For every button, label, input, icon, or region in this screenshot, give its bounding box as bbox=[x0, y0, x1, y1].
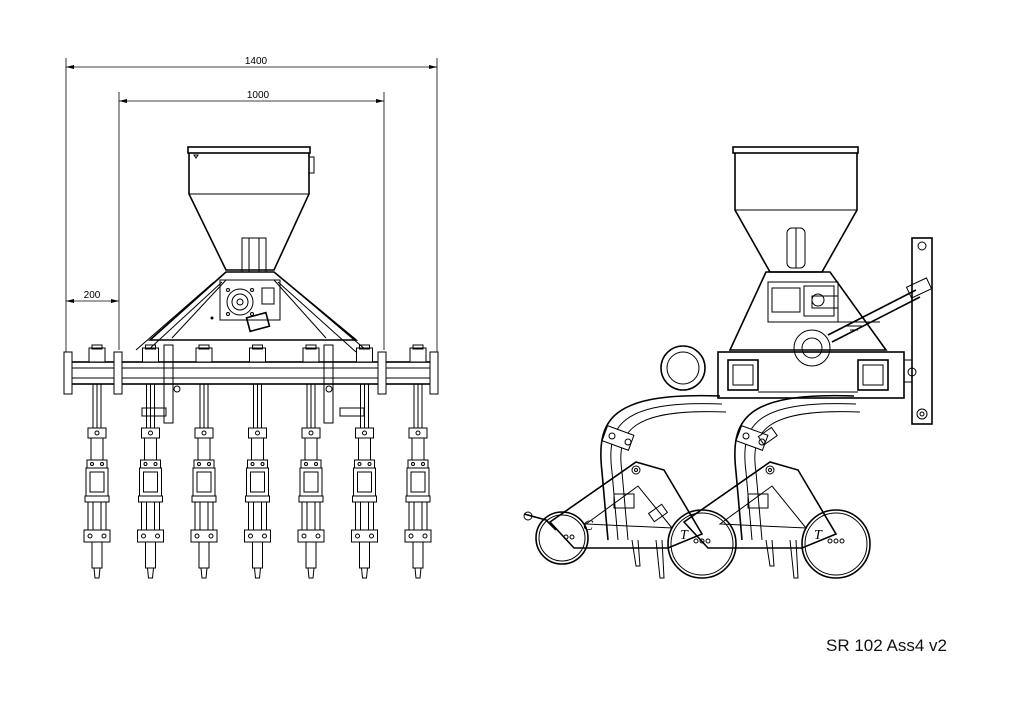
front-row-unit bbox=[297, 344, 325, 579]
front-view bbox=[63, 146, 439, 579]
front-row-unit bbox=[83, 344, 111, 579]
side-drive-unit bbox=[728, 271, 933, 367]
wheel-letter-t-1: T bbox=[680, 528, 689, 543]
dimension-overall-width: 1400 bbox=[65, 56, 438, 360]
side-row-unit bbox=[523, 394, 737, 579]
drawing-title: SR 102 Ass4 v2 bbox=[826, 636, 947, 655]
dimension-hopper-frame-width: 1000 bbox=[118, 90, 385, 350]
front-hopper bbox=[187, 146, 315, 273]
side-row-unit bbox=[682, 394, 871, 579]
side-hopper bbox=[732, 146, 859, 273]
wheel-letter-c: C bbox=[583, 518, 594, 534]
dimension-end-offset: 200 bbox=[66, 290, 119, 303]
front-row-unit bbox=[190, 344, 218, 579]
front-row-unit bbox=[404, 344, 432, 579]
front-toolbar bbox=[63, 344, 439, 424]
front-row-unit bbox=[137, 344, 164, 579]
front-a-frame bbox=[135, 271, 367, 353]
side-frame bbox=[660, 237, 933, 425]
dimension-1400-label: 1400 bbox=[245, 56, 268, 67]
wheel-letter-t-2: T bbox=[814, 528, 823, 543]
dimension-200-label: 200 bbox=[84, 290, 101, 301]
front-row-unit bbox=[244, 344, 271, 579]
front-row-units bbox=[83, 344, 432, 579]
side-row-units bbox=[523, 394, 871, 579]
dimension-1000-label: 1000 bbox=[247, 90, 270, 101]
side-view: C T T bbox=[523, 146, 933, 579]
front-row-unit bbox=[351, 344, 378, 579]
